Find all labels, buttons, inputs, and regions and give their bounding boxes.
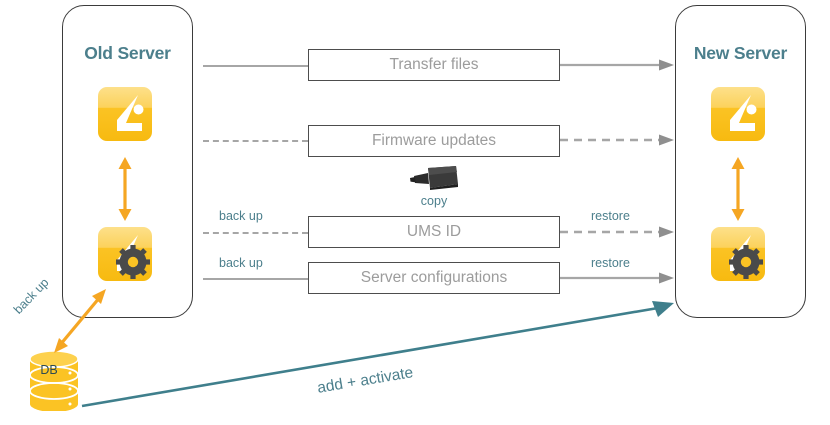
database-label: DB <box>40 363 58 377</box>
connector-arrow-ums-id <box>560 225 676 239</box>
process-box-label: UMS ID <box>406 223 462 240</box>
new-server-title: New Server <box>693 43 788 63</box>
process-box-transfer-files[interactable]: Transfer files <box>308 49 560 81</box>
connector-arrow-transfer-files <box>560 58 676 72</box>
process-box-ums-id[interactable]: UMS ID <box>308 216 560 248</box>
database-cylinder-icon <box>27 349 81 412</box>
database-backup-label: back up <box>11 275 52 317</box>
database-backup-arrow-icon <box>50 285 112 355</box>
connector-line-ums-id <box>203 232 308 234</box>
connector-arrow-firmware-updates <box>560 133 676 147</box>
connector-label-restore-server-config: restore <box>591 256 630 270</box>
igel-app-icon <box>710 86 766 142</box>
usb-adapter-icon <box>408 163 460 193</box>
connector-line-transfer-files <box>203 65 308 67</box>
old-server-sync-arrow-icon <box>114 156 136 222</box>
igel-app-icon <box>97 86 153 142</box>
process-box-firmware-updates[interactable]: Firmware updates <box>308 125 560 157</box>
connector-arrow-server-config <box>560 271 676 285</box>
connector-line-firmware-updates <box>203 140 308 142</box>
connector-label-back-up-server-config: back up <box>219 256 263 270</box>
process-box-server-configurations[interactable]: Server configurations <box>308 262 560 294</box>
process-box-label: Server configurations <box>360 269 508 286</box>
connector-label-back-up-ums-id: back up <box>219 209 263 223</box>
igel-settings-icon <box>710 226 766 282</box>
process-box-label: Firmware updates <box>371 132 497 149</box>
old-server-title: Old Server <box>84 43 171 63</box>
connector-line-server-config <box>203 278 308 280</box>
igel-settings-icon <box>97 226 153 282</box>
connector-label-restore-ums-id: restore <box>591 209 630 223</box>
new-server-sync-arrow-icon <box>727 156 749 222</box>
usb-copy-label: copy <box>420 194 448 208</box>
process-box-label: Transfer files <box>389 56 479 73</box>
add-activate-arrow-icon <box>80 292 680 410</box>
